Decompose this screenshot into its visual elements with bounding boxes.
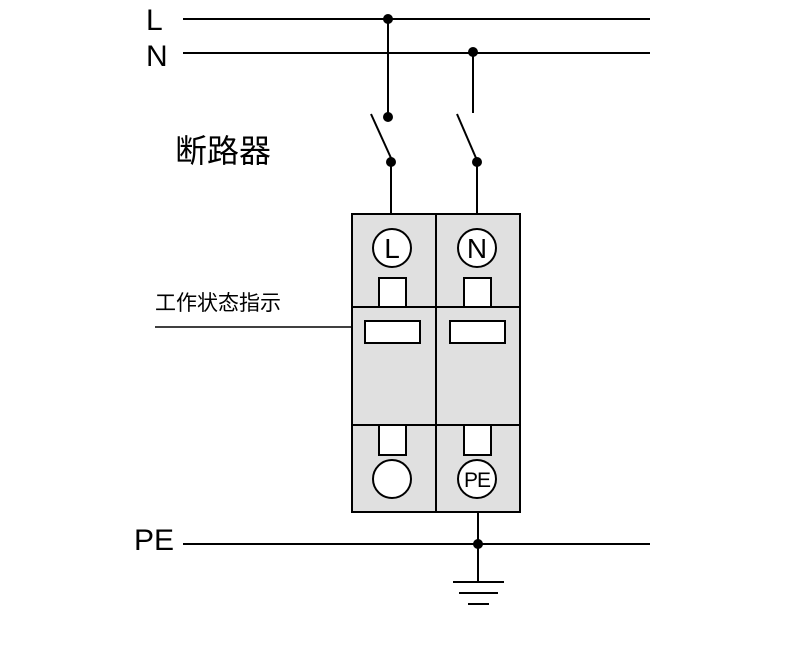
bus-label-l: L (146, 4, 163, 37)
junction-dot-pe (473, 539, 483, 549)
breaker-l-top-contact (383, 112, 393, 122)
breaker-n-blade (456, 113, 477, 159)
status-window-left (364, 320, 421, 344)
terminal-bottom-left-circle (372, 459, 412, 499)
ground-icon (453, 581, 504, 605)
terminal-screw-bottom-right (463, 424, 492, 456)
terminal-screw-bottom-left (378, 424, 407, 456)
junction-dot-l (383, 14, 393, 24)
terminal-n-label: N (467, 233, 487, 264)
terminal-screw-top-left (378, 277, 407, 308)
status-window-right (449, 320, 506, 344)
terminal-pe-label: PE (464, 469, 491, 492)
terminal-pe-circle (457, 459, 497, 499)
terminal-l-circle (372, 228, 412, 268)
bus-label-n: N (146, 40, 168, 73)
terminal-l-label: L (384, 233, 400, 264)
terminal-screw-top-right (463, 277, 492, 308)
breaker-label: 断路器 (175, 132, 271, 170)
junction-dot-n (468, 47, 478, 57)
status-indicator-label: 工作状态指示 (155, 291, 281, 315)
breaker-l-blade (370, 113, 392, 159)
bus-label-pe: PE (134, 524, 174, 557)
spd-module: L N PE (351, 213, 521, 513)
terminal-n-circle (457, 228, 497, 268)
